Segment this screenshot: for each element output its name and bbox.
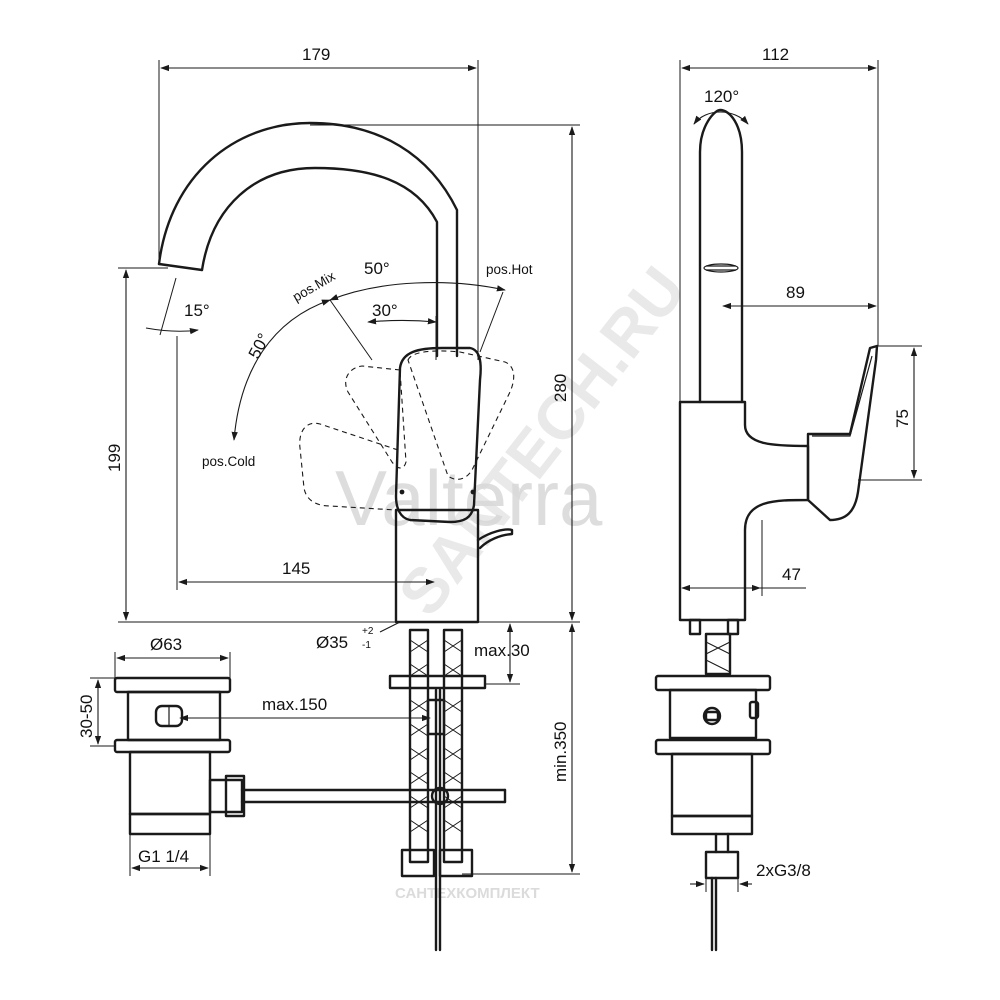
label-50-cold: 50° [245,330,274,362]
watermark-layer: Valterra SANTECH.RU САНТЕХКОМПЛЕКТ [335,254,699,902]
side-body [678,400,810,622]
side-waste-tail [670,752,754,818]
label-280: 280 [551,374,570,402]
lever-mix-position [345,365,407,469]
label-89: 89 [786,283,805,302]
side-view-faucet [678,108,879,622]
side-spout [698,108,744,404]
faucet-body [394,508,480,624]
label-120: 120° [704,87,739,106]
front-view-dimensions [118,60,580,623]
watermark-site: SANTECH.RU [384,254,699,629]
label-min350: min.350 [551,722,570,782]
waste-body [126,690,222,742]
waste-dimensions [90,652,231,876]
side-waste-cap [654,674,772,692]
front-view-waste [113,676,246,836]
base-plate [388,674,487,690]
side-hose [704,632,732,676]
watermark-company: САНТЕХКОМПЛЕКТ [395,885,540,902]
label-15: 15° [184,301,210,320]
label-pos-hot: pos.Hot [486,262,533,277]
label-50-hot: 50° [364,259,390,278]
side-aerator [703,263,739,273]
label-145: 145 [282,559,310,578]
label-d35-tol-minus: -1 [362,640,371,651]
side-view-dimensions [679,60,922,892]
watermark-brand: Valterra [335,454,603,542]
hose-nut-left [400,848,436,878]
installation-dimensions [179,621,580,875]
label-max30: max.30 [474,641,530,660]
arc-30 [367,318,437,325]
label-d63: Ø63 [150,635,182,654]
label-d35: Ø35 [316,633,348,652]
label-max150: max.150 [262,695,327,714]
label-30: 30° [372,301,398,320]
label-112: 112 [762,45,789,64]
side-waste-body [668,688,758,740]
leader-base-diameter [379,621,401,633]
label-d35-tol-plus: +2 [362,626,374,637]
label-30-50: 30-50 [77,695,96,738]
waste-tail [128,750,212,816]
lever-dot-left [399,489,405,495]
label-179: 179 [302,45,330,64]
arc-15 [145,327,199,335]
hose-left [408,628,430,864]
waste-flange [113,738,232,754]
waste-cap [113,676,232,694]
swing-arc-hot [329,282,506,301]
label-g114: G1 1/4 [138,847,189,866]
waste-thread [128,812,212,836]
label-pos-cold: pos.Cold [202,454,255,469]
lever-hot-position [407,350,515,480]
side-waste-flange [654,738,772,756]
label-199: 199 [105,444,124,472]
hose-right [442,628,464,864]
side-view-installation [654,618,772,952]
lever-dot-right [470,489,476,495]
side-hose-nut [704,850,740,880]
swing-arc [231,299,331,441]
popup-rod [476,528,514,550]
front-view-faucet [145,121,515,624]
label-hoses: 2xG3/8 [756,861,811,880]
swivel-arc [693,111,749,125]
label-47: 47 [782,565,801,584]
label-75: 75 [893,409,912,428]
front-view-installation [240,628,507,952]
lever-handle [394,346,482,524]
spout-tip [157,262,204,272]
side-lever [806,344,879,522]
spout-outline [157,121,459,358]
